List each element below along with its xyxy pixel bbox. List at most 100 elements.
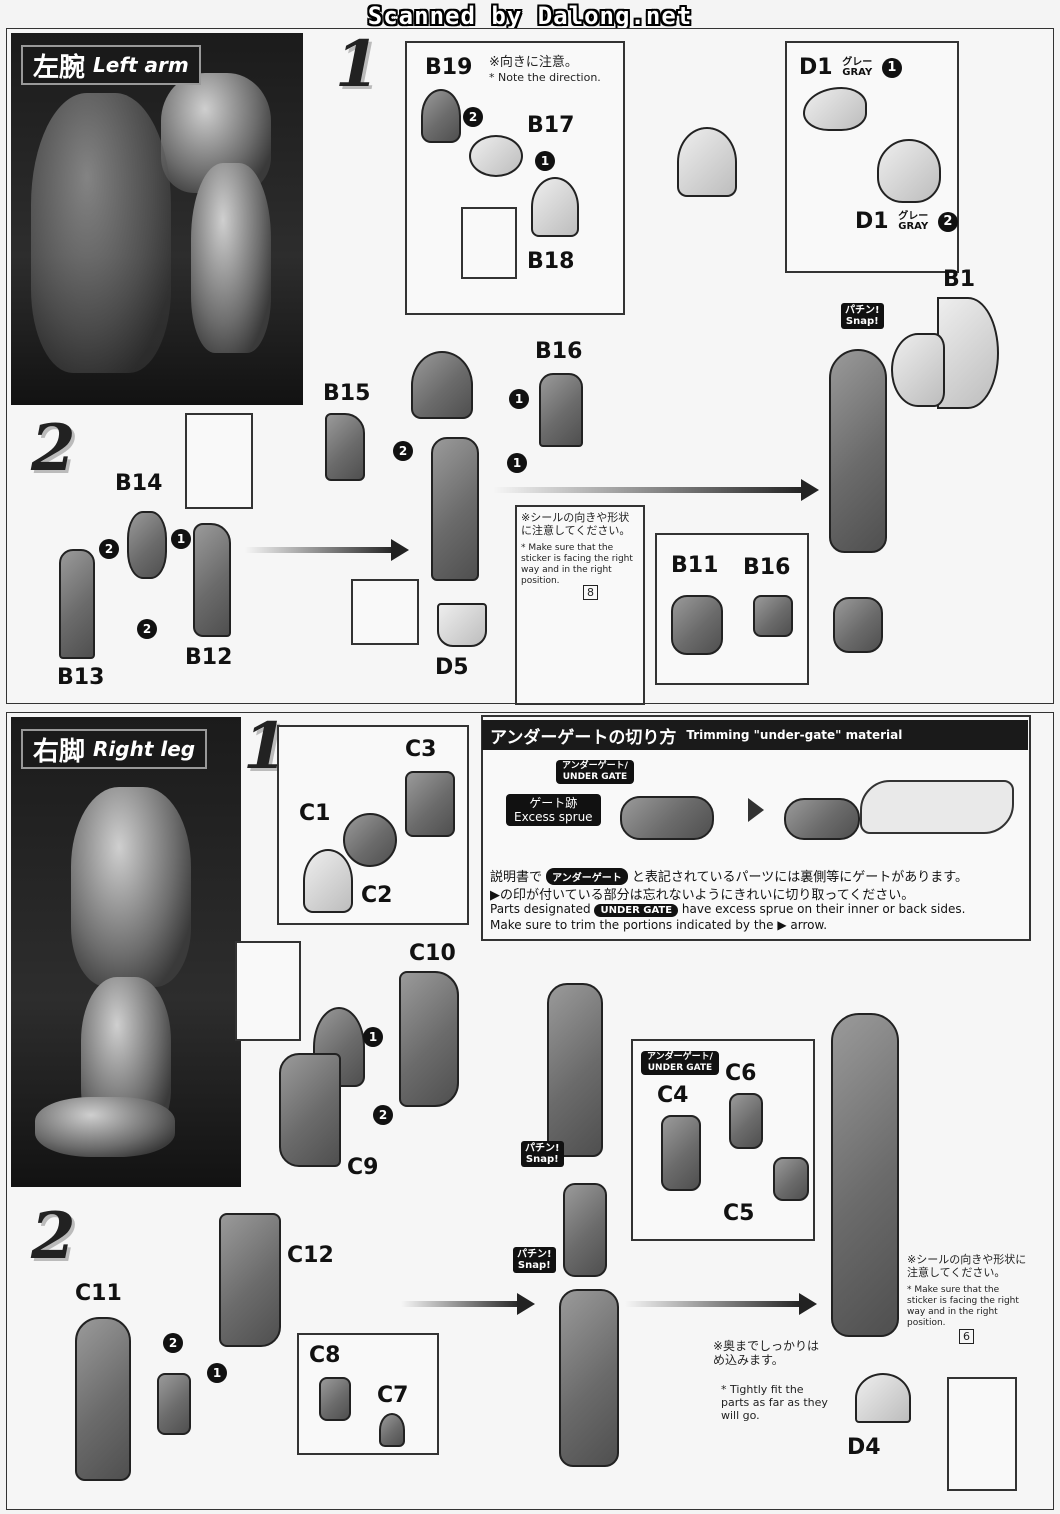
part-c5: [773, 1157, 809, 1201]
snap-badge-knee-en: Snap!: [525, 1154, 559, 1165]
under-gate-badge: アンダーゲート/UNDER GATE: [556, 760, 634, 784]
trimming-line-3-post: have excess sprue on their inner or back…: [681, 902, 966, 916]
nippers-icon: [860, 780, 1014, 834]
label-c11: C11: [75, 1281, 122, 1306]
label-b12: B12: [185, 645, 233, 670]
arm-sticker-note-jp: ※シールの向きや形状に注意してください。: [521, 511, 631, 537]
under-gate-badge-jp: アンダーゲート/: [562, 761, 628, 771]
order-2-icon: 2: [373, 1105, 393, 1125]
flow-arrow: [493, 479, 819, 501]
forearm-assembly: [431, 437, 479, 581]
trimming-line-4: Make sure to trim the portions indicated…: [490, 918, 828, 932]
upper-arm-shoulder: [411, 351, 473, 419]
label-b1: B1: [943, 267, 976, 292]
snap-badge-arm-en: Snap!: [845, 316, 879, 327]
gated-part-before: [620, 796, 714, 840]
part-c2: [303, 849, 353, 913]
part-c3: [405, 771, 455, 837]
order-1-icon: 1: [535, 151, 555, 171]
label-c4: C4: [657, 1083, 689, 1108]
direction-note-en: * Note the direction.: [489, 71, 601, 84]
trimming-panel: [481, 715, 1031, 941]
part-b19: [421, 89, 461, 143]
trimming-line-3: Parts designated UNDER GATE have excess …: [490, 902, 965, 917]
label-c2: C2: [361, 883, 393, 908]
right-leg-step-2: 2: [31, 1199, 76, 1274]
part-c11: [75, 1317, 131, 1481]
left-arm-header-en: Left arm: [93, 53, 189, 77]
label-c1: C1: [299, 801, 331, 826]
label-b11: B11: [671, 553, 719, 578]
under-gate-badge-c4-jp: アンダーゲート/: [647, 1052, 713, 1062]
left-arm-header-jp: 左腕: [33, 52, 86, 83]
trimming-title: アンダーゲートの切り方 Trimming "under-gate" materi…: [482, 720, 1028, 750]
fit-note-en: * Tightly fit the parts as far as they w…: [721, 1383, 828, 1422]
part-c8: [319, 1377, 351, 1421]
gate-mark-label-jp: ゲート跡: [529, 796, 578, 810]
trimming-line-1-post: と表記されているパーツには裏側等にゲートがあります。: [631, 870, 968, 885]
label-d5: D5: [435, 655, 469, 680]
label-c10: C10: [409, 941, 456, 966]
part-c12: [219, 1213, 281, 1347]
label-c8: C8: [309, 1343, 341, 1368]
arm-sticker-note-box: [515, 505, 645, 705]
leg-sticker-note-jp: ※シールの向きや形状に注意してください。: [907, 1253, 1027, 1279]
part-d4: [855, 1373, 911, 1423]
left-arm-header: 左腕 Left arm: [21, 45, 201, 85]
part-c10: [399, 971, 459, 1107]
trimming-title-jp: アンダーゲートの切り方: [490, 727, 677, 748]
label-b19: B19: [425, 55, 473, 80]
c10-detail-view: [235, 941, 301, 1041]
label-b16-hand: B16: [743, 555, 791, 580]
b19-detail-view: [461, 207, 517, 279]
part-b11-hand: [671, 595, 723, 655]
order-1-icon: 1: [509, 389, 529, 409]
left-arm-step-2: 2: [31, 411, 76, 486]
final-right-leg: [831, 1013, 899, 1337]
part-c6: [729, 1093, 763, 1149]
label-b16: B16: [535, 339, 583, 364]
label-b15: B15: [323, 381, 371, 406]
under-gate-badge-c4-en: UNDER GATE: [647, 1063, 713, 1073]
final-left-arm: [829, 349, 887, 553]
knee-assembly: [563, 1183, 607, 1277]
label-b18: B18: [527, 249, 575, 274]
part-d5: [437, 603, 487, 647]
scan-watermark: Scanned by Dalong.net: [367, 2, 693, 30]
left-arm-step-1: 1: [335, 27, 380, 102]
trimming-line-1-pre: 説明書で: [490, 870, 543, 885]
trimming-line-1-pill: アンダーゲート: [546, 868, 628, 885]
order-1-icon: 1: [207, 1363, 227, 1383]
leg-sticker-note-en: * Make sure that the sticker is facing t…: [907, 1285, 1019, 1328]
part-d1-second: [877, 139, 941, 203]
part-c7: [379, 1413, 405, 1447]
part-b17: [469, 135, 523, 177]
part-b16-wrist: [753, 595, 793, 637]
order-1-icon: 1: [507, 453, 527, 473]
b12-detail-view: [185, 413, 253, 509]
label-d4: D4: [847, 1435, 881, 1460]
flow-arrow: [245, 539, 409, 561]
label-c3: C3: [405, 737, 437, 762]
left-arm-section: 左腕 Left arm 1 2 B19 ※向きに注意。 * Note the d…: [6, 27, 1054, 705]
order-2-icon: 2: [463, 107, 483, 127]
right-leg-header-en: Right leg: [93, 737, 196, 761]
part-d1-first: [803, 87, 867, 131]
part-b18: [531, 177, 579, 237]
label-d1-second-text: D1: [855, 209, 889, 234]
order-2-icon: 2: [163, 1333, 183, 1353]
order-1-icon: 1: [171, 529, 191, 549]
label-d1-first-text: D1: [799, 55, 833, 80]
order-2-icon: 2: [393, 441, 413, 461]
part-b13: [59, 549, 95, 659]
part-c1: [343, 813, 397, 867]
part-b14: [127, 511, 167, 579]
snap-badge-knee-jp: パチン!: [525, 1143, 560, 1154]
assembled-shoulder: [677, 127, 737, 197]
right-leg-header-jp: 右脚: [33, 736, 86, 767]
d4-ring-detail: [947, 1377, 1017, 1491]
trimming-line-1: 説明書で アンダーゲート と表記されているパーツには裏側等にゲートがあります。: [490, 866, 968, 885]
